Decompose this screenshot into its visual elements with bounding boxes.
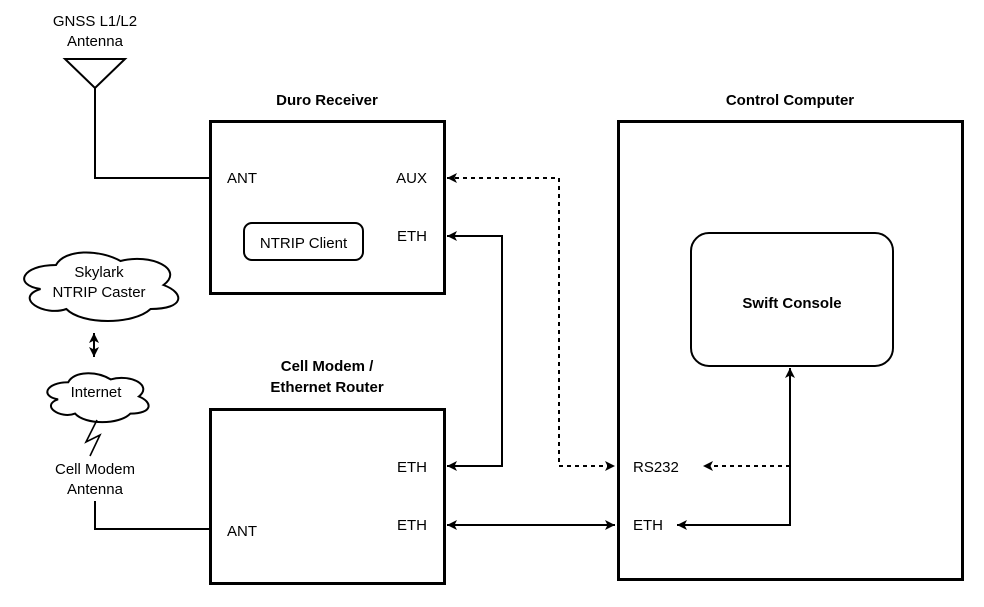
wire-swift-console-to-eth [677,368,795,530]
wire-cell-antenna-to-modem-ant [94,501,209,530]
control-port-rs232-label: RS232 [633,459,679,476]
gnss-antenna-label-line1: GNSS L1/L2 [53,13,137,30]
swift-console-box [690,232,894,367]
wire-gnss-antenna-to-duro-ant [94,88,209,179]
cell-modem-box [209,408,446,585]
cell-modem-port-eth-lower-label: ETH [397,517,427,534]
skylark-cloud-label-line1: Skylark [74,264,124,281]
duro-port-aux-label: AUX [396,170,427,187]
duro-port-ant-label: ANT [227,170,257,187]
duro-receiver-title: Duro Receiver [276,92,378,109]
cell-antenna-label-line1: Cell Modem [55,461,135,478]
skylark-cloud-label-line2: NTRIP Caster [52,284,145,301]
ntrip-client-label: NTRIP Client [260,235,348,252]
wire-duro-eth-to-cell-eth [447,231,503,471]
cell-modem-port-eth-upper-label: ETH [397,459,427,476]
cell-modem-title-line1: Cell Modem / [281,358,374,375]
wireless-link-icon [84,419,102,457]
cell-modem-port-ant-label: ANT [227,523,257,540]
wire-aux-rs232-dashed [447,173,615,471]
skylark-cloud-icon [24,252,178,321]
cell-antenna-label-line2: Antenna [67,481,124,498]
duro-receiver-box [209,120,446,295]
internet-cloud-icon [47,373,148,422]
gnss-antenna-label-line2: Antenna [67,33,124,50]
swift-console-label: Swift Console [742,295,841,312]
control-computer-title: Control Computer [726,92,854,109]
cell-modem-title-line2: Ethernet Router [270,379,384,396]
gnss-antenna-icon [62,58,128,90]
control-port-eth-label: ETH [633,517,663,534]
duro-port-eth-label: ETH [397,228,427,245]
internet-cloud-label: Internet [71,384,123,401]
ntrip-client-box [243,222,364,261]
